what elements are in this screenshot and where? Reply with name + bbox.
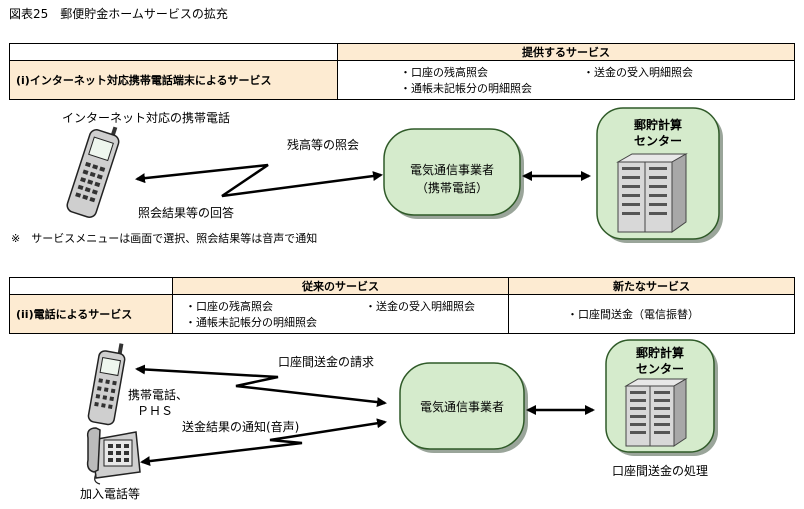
table2-existing-services-cell: ・口座の残高照会 ・送金の受入明細照会 ・通帳未記帳分の明細照会 bbox=[172, 294, 509, 334]
reply-label: 照会結果等の回答 bbox=[138, 206, 235, 220]
carrier-label: 電気通信事業者 bbox=[409, 163, 494, 177]
mobile-phone-icon bbox=[66, 126, 120, 218]
mobile-phs-label: ＰＨＳ bbox=[137, 404, 174, 418]
carrier-node bbox=[399, 362, 528, 453]
center-label: センター bbox=[635, 362, 684, 376]
server-rack-icon bbox=[616, 153, 688, 233]
request-response-arrow bbox=[135, 163, 383, 198]
service-item: ・通帳未記帳分の明細照会 bbox=[400, 82, 532, 95]
table2-row-label: (ii)電話によるサービス bbox=[9, 294, 173, 334]
service-item: ・口座間送金（電信振替） bbox=[567, 308, 699, 321]
transfer-request-label: 口座間送金の請求 bbox=[278, 355, 375, 369]
table1-blank-header bbox=[9, 43, 338, 61]
carrier-node bbox=[383, 128, 524, 219]
center-label: 郵貯計算 bbox=[633, 118, 682, 132]
table2-header-existing: 従来のサービス bbox=[172, 277, 509, 295]
mobile-phone-icon bbox=[87, 343, 126, 426]
service-table-1: 提供するサービス (i)インターネット対応携帯電話端末によるサービス ・口座の残… bbox=[9, 43, 795, 100]
center-caption: 口座間送金の処理 bbox=[612, 464, 709, 478]
service-item: ・口座の残高照会 bbox=[185, 300, 273, 313]
landline-label: 加入電話等 bbox=[80, 487, 141, 501]
transfer-request-arrow bbox=[135, 364, 387, 408]
service-item: ・送金の受入明細照会 bbox=[583, 66, 693, 79]
transfer-result-label: 送金結果の通知(音声) bbox=[182, 420, 300, 434]
footnote: ※ サービスメニューは画面で選択、照会結果等は音声で通知 bbox=[11, 232, 318, 245]
table2-header-new: 新たなサービス bbox=[508, 277, 795, 295]
mobile-phs-label: 携帯電話、 bbox=[128, 388, 189, 402]
service-table-2: 従来のサービス 新たなサービス (ii)電話によるサービス ・口座の残高照会 ・… bbox=[9, 277, 795, 334]
mobile-device-label: インターネット対応の携帯電話 bbox=[62, 111, 231, 125]
table1-services-cell: ・口座の残高照会 ・送金の受入明細照会 ・通帳未記帳分の明細照会 bbox=[337, 60, 795, 100]
center-label: センター bbox=[633, 134, 682, 148]
service-item: ・口座の残高照会 bbox=[400, 66, 488, 79]
service-item: ・送金の受入明細照会 bbox=[365, 300, 475, 313]
carrier-label: 電気通信事業者 bbox=[419, 400, 504, 414]
table2-blank-header bbox=[9, 277, 173, 295]
inquiry-label: 残高等の照会 bbox=[287, 138, 360, 152]
figure-title: 図表25 郵便貯金ホームサービスの拡充 bbox=[9, 7, 228, 21]
server-rack-icon bbox=[624, 378, 688, 447]
service-item: ・通帳未記帳分の明細照会 bbox=[185, 316, 317, 329]
table2-new-services-cell: ・口座間送金（電信振替） bbox=[508, 294, 795, 334]
table1-row-label: (i)インターネット対応携帯電話端末によるサービス bbox=[9, 60, 338, 100]
computing-center-node bbox=[605, 339, 718, 456]
center-label: 郵貯計算 bbox=[635, 346, 684, 360]
table1-header-provided: 提供するサービス bbox=[337, 43, 795, 61]
transfer-result-arrow bbox=[140, 418, 387, 467]
landline-phone-icon bbox=[86, 427, 141, 485]
computing-center-node bbox=[596, 107, 723, 243]
carrier-sublabel: （携帯電話） bbox=[415, 181, 488, 195]
